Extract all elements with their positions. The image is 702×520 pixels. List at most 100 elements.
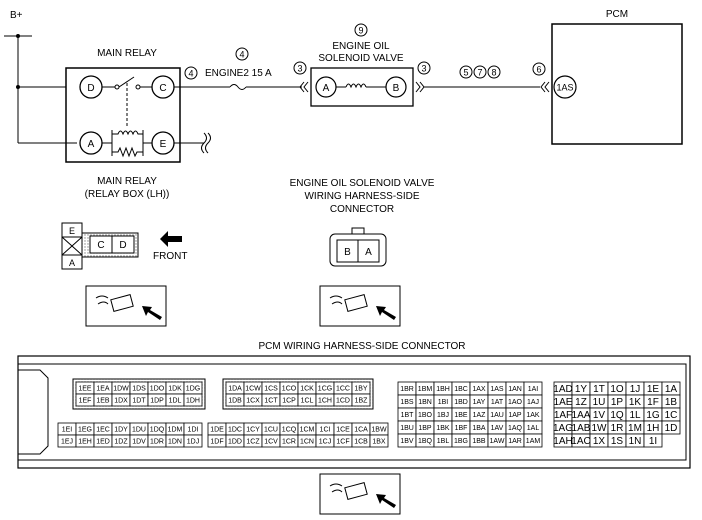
- pcm-pin-label: 1DK: [168, 386, 182, 393]
- pcm-pin-label: 1BL: [437, 438, 450, 445]
- marker-9-label: 9: [358, 26, 363, 36]
- pcm-pin-label: 1DR: [150, 439, 164, 446]
- pcm-pin-label: 1CZ: [246, 439, 260, 446]
- pcm-pin-label: 1BF: [455, 425, 468, 432]
- pcm-pin-label: 1DA: [228, 386, 242, 393]
- pcm-pin-label: 1BK: [436, 425, 450, 432]
- pcm-pin-label: 1AQ: [508, 425, 523, 432]
- pcm-pin-label: 1DF: [210, 439, 223, 446]
- pcm-pin-label: 1EH: [78, 439, 92, 446]
- pcm-pin-label: 1AA: [572, 410, 591, 421]
- valve-connector-view: ENGINE OIL SOLENOID VALVE WIRING HARNESS…: [290, 178, 435, 267]
- pcm-pin-label: 1CY: [246, 427, 260, 434]
- main-relay-caption-2: (RELAY BOX (LH)): [85, 189, 170, 200]
- pcm-pin-label: 1DN: [168, 439, 182, 446]
- marker-3-right-label: 3: [421, 64, 426, 74]
- pcm-pin-label: 1DL: [169, 398, 182, 405]
- pcm-pin-label: 1BT: [401, 412, 415, 419]
- pcm-pin-cell: [661, 420, 681, 435]
- pcm-terminal-1as: [553, 75, 577, 99]
- pcm-pin-label: 1BB: [472, 438, 486, 445]
- pcm-pin-label: 1BS: [400, 399, 414, 406]
- solenoid-valve: 9 ENGINE OIL SOLENOID VALVE A B 3 3: [293, 23, 431, 107]
- pcm-pin-label: 1AF: [554, 410, 572, 421]
- pcm-pin-label: 1CF: [336, 439, 349, 446]
- pcm-pin-label: 1T: [593, 384, 605, 395]
- pcm-pin-label: 1CQ: [282, 427, 297, 434]
- pcm-pin-label: 1DJ: [187, 439, 199, 446]
- marker-8: [487, 65, 501, 79]
- pcm-pin-label: 1W: [592, 423, 608, 434]
- pcm-pin-label: 1CR: [282, 439, 296, 446]
- pcm-pin-label: 1DE: [210, 427, 224, 434]
- pcm-pin-label: 1G: [646, 410, 660, 421]
- pcm-pin-label: 1DZ: [114, 439, 128, 446]
- pcm-pin-label: 1CA: [354, 427, 368, 434]
- pcm-pin-label: 1AO: [508, 399, 523, 406]
- pcm-pin-label: 1CW: [245, 386, 261, 393]
- pcm-pin-label: 1D: [665, 423, 678, 434]
- pcm-pin-label: 1CE: [336, 427, 350, 434]
- pcm-pin-label: 1CS: [264, 386, 278, 393]
- pcm-pin-label: 1AT: [491, 399, 504, 406]
- pcm-pin-label: 1CK: [300, 386, 314, 393]
- pcm-pin-label: 1CM: [300, 427, 315, 434]
- supply-label: B+: [10, 10, 23, 21]
- pcm-pin-label: 1AZ: [473, 412, 487, 419]
- pcm-pin-label: 1DC: [228, 427, 242, 434]
- valve-caption-3: CONNECTOR: [330, 204, 394, 215]
- pcm-pin-label: 1R: [611, 423, 624, 434]
- pcm-pin-label: 1Q: [610, 410, 624, 421]
- pcm-pin-label: 1DB: [228, 398, 242, 405]
- pcm-pin-label: 1E: [647, 384, 660, 395]
- relay-terminal-c-label: C: [159, 83, 166, 94]
- pcm-pin-label: 1AJ: [527, 399, 539, 406]
- pcm-pin-cell: [183, 434, 203, 448]
- circuit-wire: ENGINE2 15 A 4 4: [174, 47, 302, 90]
- pcm-pin-label: 1BY: [354, 386, 368, 393]
- pcm-pin-label: 1AN: [508, 386, 522, 393]
- pcm-pin-label: 1X: [593, 436, 606, 447]
- pcm-pin-label: 1AG: [553, 423, 573, 434]
- pcm-pin-label: 1CN: [300, 439, 314, 446]
- pcm-pin-label: 1EJ: [61, 439, 73, 446]
- pcm-pin-label: 1AV: [491, 425, 504, 432]
- pcm-pin-label: 1U: [593, 397, 606, 408]
- pcm-pin-label: 1DI: [188, 427, 199, 434]
- pcm-pin-label: 1M: [628, 423, 642, 434]
- pcm-pin-label: 1DP: [150, 398, 164, 405]
- pcm-pin-label: 1BE: [454, 412, 468, 419]
- pcm-pin-label: 1Y: [575, 384, 588, 395]
- main-relay-title: MAIN RELAY: [97, 48, 157, 59]
- valve-conn-a: A: [365, 247, 372, 258]
- valve-caption-2: WIRING HARNESS-SIDE: [304, 191, 419, 202]
- pcm-pin-label: 1CX: [246, 398, 260, 405]
- probe-box-valve: [319, 285, 401, 327]
- pcm-pin-label: 1DW: [113, 386, 129, 393]
- pcm-pin-label: 1AI: [528, 386, 539, 393]
- pcm-pin-label: 1DQ: [150, 427, 165, 434]
- relay-terminal-e-label: E: [160, 139, 167, 150]
- pcm-terminal-label: 1AS: [556, 83, 573, 93]
- pcm-pin-label: 1CU: [264, 427, 278, 434]
- pcm-pin-label: 1I: [649, 436, 657, 447]
- pcm-pin-label: 1EG: [78, 427, 92, 434]
- valve-caption-1: ENGINE OIL SOLENOID VALVE: [290, 178, 435, 189]
- pcm-pin-label: 1DO: [150, 386, 165, 393]
- relay-conn-c: C: [97, 240, 104, 251]
- pcm-pin-label: 1V: [593, 410, 606, 421]
- probe-box-relay: [85, 285, 167, 327]
- pcm-pin-label: 1BV: [400, 438, 414, 445]
- pcm-pin-label: 1AD: [553, 384, 572, 395]
- pcm-pin-label: 1N: [629, 436, 642, 447]
- marker-7-label: 7: [477, 68, 482, 78]
- marker-5: [459, 65, 473, 79]
- pcm-pin-label: 1BG: [454, 438, 468, 445]
- pcm-pin-label: 1Z: [575, 397, 587, 408]
- valve-terminal-a-label: A: [323, 83, 330, 94]
- pcm-block: PCM 1AS: [540, 9, 683, 145]
- valve-title-2: SOLENOID VALVE: [318, 53, 404, 64]
- pcm-pin-cell: [369, 434, 389, 448]
